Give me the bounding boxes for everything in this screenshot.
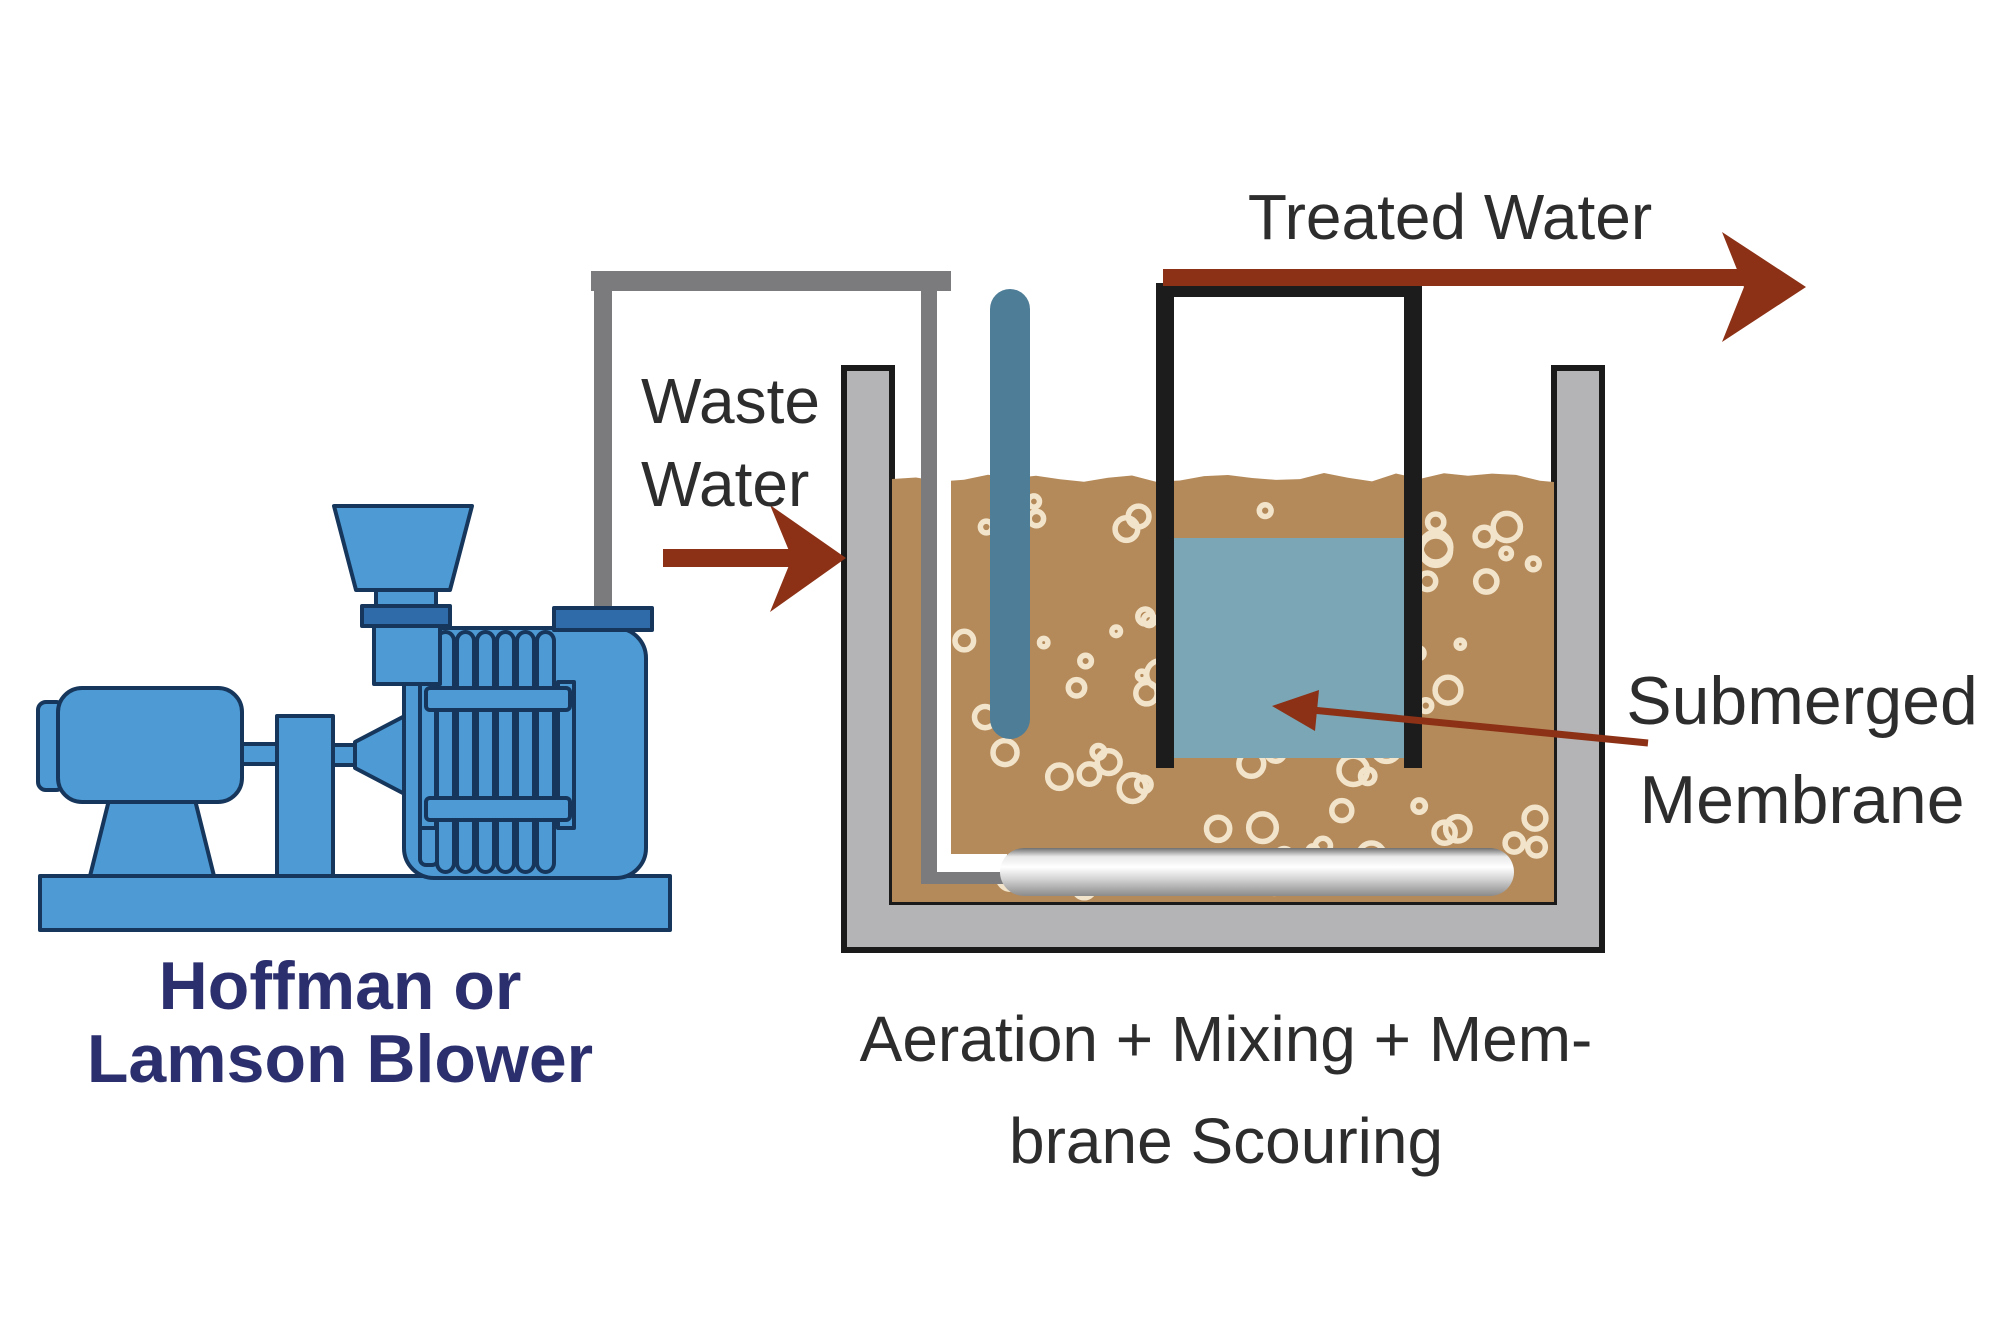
bubble <box>1498 545 1515 562</box>
tank-caption-line2: brane Scouring <box>1008 1105 1444 1178</box>
blower-intake-neck <box>372 622 442 686</box>
bubble <box>1431 819 1458 847</box>
bubble <box>1076 761 1103 788</box>
bubble <box>1524 835 1549 859</box>
bubble <box>1109 624 1124 639</box>
submerged-membrane-label: Submerged Membrane <box>1552 652 2000 849</box>
bubble <box>1521 804 1549 832</box>
bubble <box>1490 510 1524 544</box>
treated-water-arrow <box>1163 232 1806 342</box>
submerged-membrane-text-line1: Submerged <box>1626 663 1978 739</box>
bubble <box>952 628 977 653</box>
waste-water-text-line2: Water <box>641 448 810 521</box>
bubble <box>1094 747 1123 777</box>
blower-bearing-support <box>275 714 335 878</box>
bubble <box>1044 762 1074 792</box>
bubble <box>1357 766 1378 787</box>
submerged-membrane-text-line2: Membrane <box>1639 761 1965 838</box>
bubble <box>1329 797 1355 824</box>
blower-caption-line1: Hoffman or <box>158 948 522 1024</box>
air-duct-top <box>591 271 951 291</box>
bubble <box>1424 511 1447 533</box>
blower-coupling <box>331 743 357 767</box>
waste-water-arrow <box>663 505 846 612</box>
bubble <box>1140 611 1158 629</box>
bubble <box>1133 774 1154 795</box>
blower-tie-frame <box>418 680 576 830</box>
bubble <box>1065 676 1088 699</box>
bubble <box>1410 797 1429 816</box>
bubble <box>1245 811 1280 845</box>
air-duct-down-leg-inner <box>937 291 951 872</box>
tank-caption: Aeration + Mixing + Mem- brane Scouring <box>826 988 1626 1193</box>
air-duct-elbow-inner <box>937 854 1007 872</box>
membrane-permeate-water <box>1173 538 1405 758</box>
waste-water-label: Waste Water <box>641 360 820 526</box>
blower-base <box>38 874 672 932</box>
bubble <box>1077 652 1095 670</box>
bubble <box>1472 568 1500 595</box>
bubble <box>1502 831 1527 855</box>
aerator-tube <box>990 289 1030 739</box>
air-duct-down-leg <box>921 271 937 884</box>
blower-illustration <box>36 504 672 932</box>
blower-shaft <box>240 742 279 766</box>
bubble <box>990 737 1020 768</box>
tank-caption-line1: Aeration + Mixing + Mem- <box>859 1003 1593 1075</box>
membrane-right-bar <box>1404 283 1422 768</box>
bubble <box>1125 503 1152 530</box>
air-duct-elbow <box>921 870 1006 884</box>
bubble <box>1116 771 1149 805</box>
bubble <box>1036 635 1051 650</box>
air-diffuser-pipe <box>1000 848 1514 896</box>
membrane-left-bar <box>1156 283 1174 768</box>
bubble <box>1442 813 1473 844</box>
membrane-pointer-arrow <box>1272 690 1649 747</box>
blower-caption: Hoffman or Lamson Blower <box>40 948 640 1098</box>
blower-motor-pedestal <box>88 794 216 878</box>
bubble <box>1432 674 1464 706</box>
air-duct-left-leg <box>594 271 612 617</box>
membrane-top-bar <box>1156 283 1422 297</box>
blower-caption-line2: Lamson Blower <box>86 1021 594 1098</box>
blower-bellows <box>435 630 556 874</box>
waste-water-text-line1: Waste <box>641 365 820 437</box>
treated-water-label: Treated Water <box>1150 176 1750 259</box>
bubble <box>1203 814 1233 844</box>
treated-water-text: Treated Water <box>1247 181 1653 253</box>
blower-intake-filter-cone <box>332 504 474 592</box>
blower-motor <box>56 686 244 804</box>
bubble <box>1524 555 1542 573</box>
bubble <box>1256 501 1274 520</box>
blower-discharge-flange <box>552 606 654 632</box>
blower-intake-flange <box>360 604 452 628</box>
bubble <box>1453 637 1468 652</box>
